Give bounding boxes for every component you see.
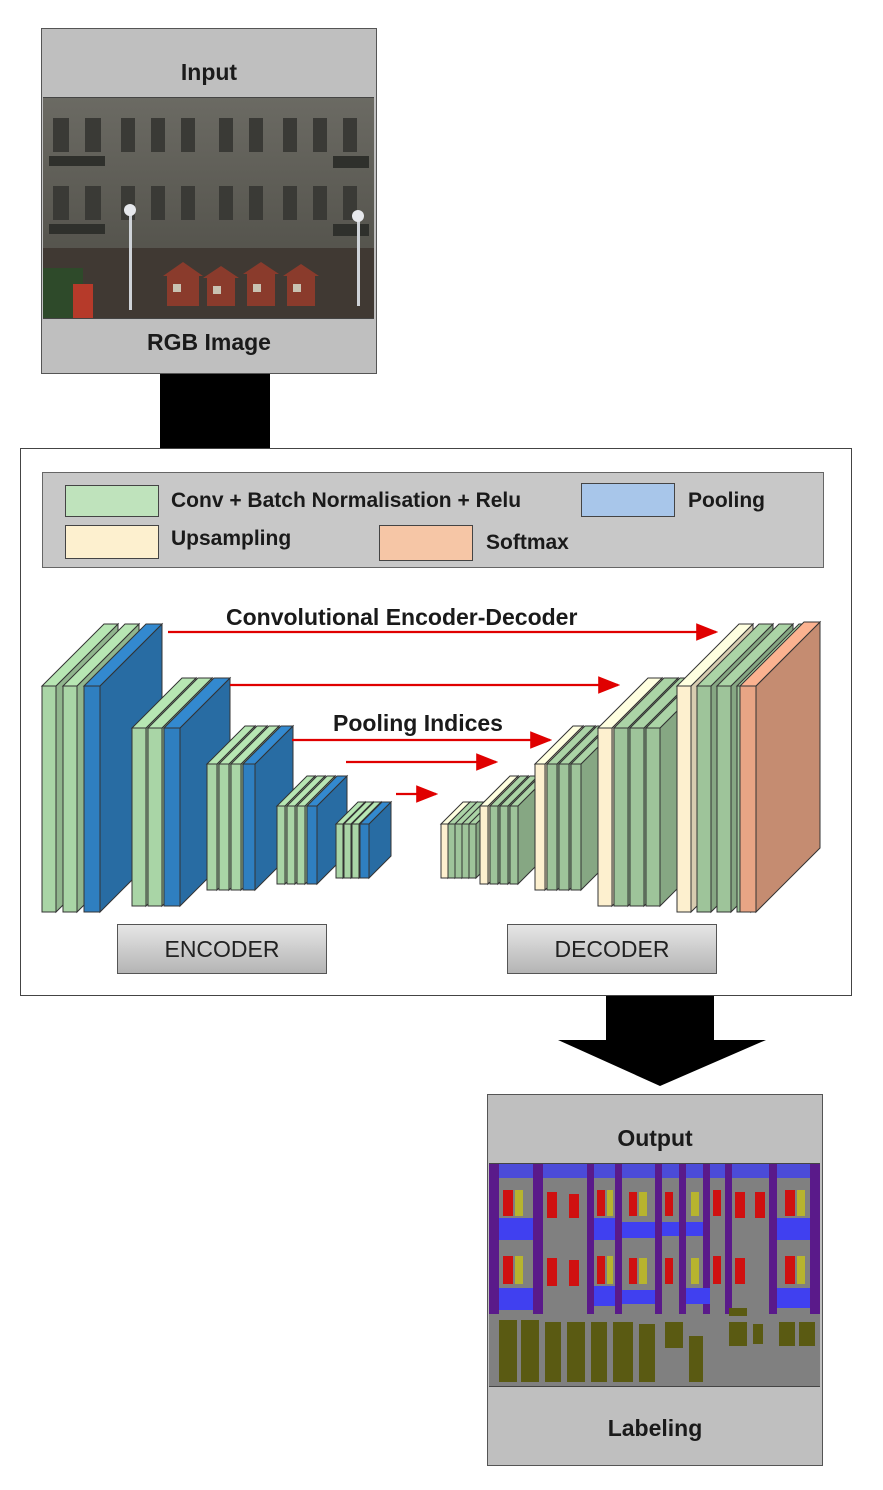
decoder-block-2-conv-2-front [499,805,509,885]
decoder-block-5-conv-2-front [716,685,732,913]
encoder-block-1-pool-top [82,623,164,687]
legend-swatch-conv [65,485,159,517]
decoder-block-4-upsample-front [597,727,613,907]
encoder-block-2-pool-front [163,727,181,907]
decoder-block-2-conv-1-top [488,775,530,807]
decoder-block-1-conv-4-front [468,823,477,879]
decoder-block-4-upsample-top [596,677,664,729]
encoder-block-4-conv-3-front [296,805,306,885]
network-diagram [40,620,822,914]
input-connector-bar [160,374,270,448]
encoder-block-4-pool-front [306,805,318,885]
decoder-block-5-upsample-front [676,685,692,913]
encoder-block-3-conv-2-front [218,763,230,891]
decoder-block-2-upsample-front [479,805,489,885]
output-down-arrow [558,996,766,1086]
decoder-block-3-upsample-top [533,725,585,765]
decoder-block-2-conv-3-front [509,805,519,885]
softmax-layer-top [738,621,822,687]
encoder-block-1-conv-2-top [61,623,141,687]
encoder-block-5-pool-top [358,801,393,825]
decoder-block-1-upsample-front [440,823,449,879]
output-title: Output [617,1125,693,1151]
legend-label-upsampling: Upsampling [171,527,292,550]
encoder-block-3-conv-1-front [206,763,218,891]
decoder-block-4-conv-2-front [629,727,645,907]
encoder-block-5-conv-1-front [335,823,344,879]
legend-label-pooling: Pooling [688,489,765,512]
encoder-block-2-pool-top [162,677,232,729]
decoder-block-5-conv-1-top [695,623,775,687]
input-caption: RGB Image [147,329,271,355]
encoder-block-4-conv-1-top [275,775,317,807]
decoder-block-4-conv-3-front [645,727,661,907]
encoder-block-1-conv-1-top [40,623,120,687]
encoder-block-5-conv-3-front [351,823,360,879]
encoder-block-2-conv-2-top [146,677,214,729]
legend-swatch-upsampling [65,525,159,559]
encoder-block-3-pool-front [242,763,256,891]
encoder-block-5-pool-front [359,823,370,879]
encoder-block-4-conv-3-top [295,775,337,807]
decoder-block-1-conv-2-front [454,823,463,879]
layer-group [40,620,822,914]
encoder-block-3-conv-2-top [217,725,269,765]
input-panel: Input [41,28,377,374]
encoder-block-2-conv-1-top [130,677,198,729]
architecture-title: Convolutional Encoder-Decoder [226,604,578,630]
pooling-index-arrows [168,623,719,803]
encoder-block-4-conv-2-top [285,775,327,807]
encoder-label: ENCODER [117,924,327,974]
legend-swatch-softmax [379,525,473,561]
decoder-block-3-conv-2-front [558,763,570,891]
encoder-block-5-conv-2-front [343,823,352,879]
output-caption: Labeling [607,1415,703,1441]
decoder-block-1-conv-1-front [447,823,456,879]
encoder-block-4-conv-1-front [276,805,286,885]
decoder-block-1-conv-3-front [461,823,470,879]
encoder-block-5-conv-2-top [342,801,375,825]
decoder-block-4-conv-1-top [612,677,680,729]
output-label-image [489,1163,820,1387]
encoder-block-4-pool-top [305,775,349,807]
legend: Conv + Batch Normalisation + Relu Poolin… [42,472,824,568]
softmax-layer-front [739,685,757,913]
output-panel: Output [487,1094,823,1466]
decoder-block-3-conv-1-front [546,763,558,891]
decoder-block-5-upsample-top [675,623,755,687]
encoder-block-1-conv-1-front [41,685,57,913]
pooling-indices-label: Pooling Indices [333,710,503,736]
legend-label-conv: Conv + Batch Normalisation + Relu [171,489,522,512]
decoder-block-3-upsample-front [534,763,546,891]
encoder-block-3-pool-top [241,725,295,765]
decoder-block-3-conv-3-front [570,763,582,891]
decoder-block-5-conv-1-front [696,685,712,913]
encoder-block-4-conv-2-front [286,805,296,885]
encoder-block-3-conv-1-top [205,725,257,765]
decoder-label: DECODER [507,924,717,974]
legend-swatch-pooling [581,483,675,517]
encoder-block-1-pool-front [83,685,101,913]
encoder-block-5-conv-1-top [334,801,367,825]
decoder-block-4-conv-1-front [613,727,629,907]
input-rgb-image [43,97,374,319]
legend-label-softmax: Softmax [486,531,569,554]
encoder-block-3-conv-3-top [229,725,281,765]
decoder-block-5-conv-2-top [715,623,795,687]
encoder-block-1-conv-2-front [62,685,78,913]
encoder-block-2-conv-2-front [147,727,163,907]
input-title: Input [180,59,238,85]
decoder-block-3-conv-1-top [545,725,597,765]
encoder-block-2-conv-1-front [131,727,147,907]
encoder-block-5-conv-3-top [350,801,383,825]
decoder-block-2-upsample-top [478,775,520,807]
encoder-block-3-conv-3-front [230,763,242,891]
decoder-block-2-conv-1-front [489,805,499,885]
